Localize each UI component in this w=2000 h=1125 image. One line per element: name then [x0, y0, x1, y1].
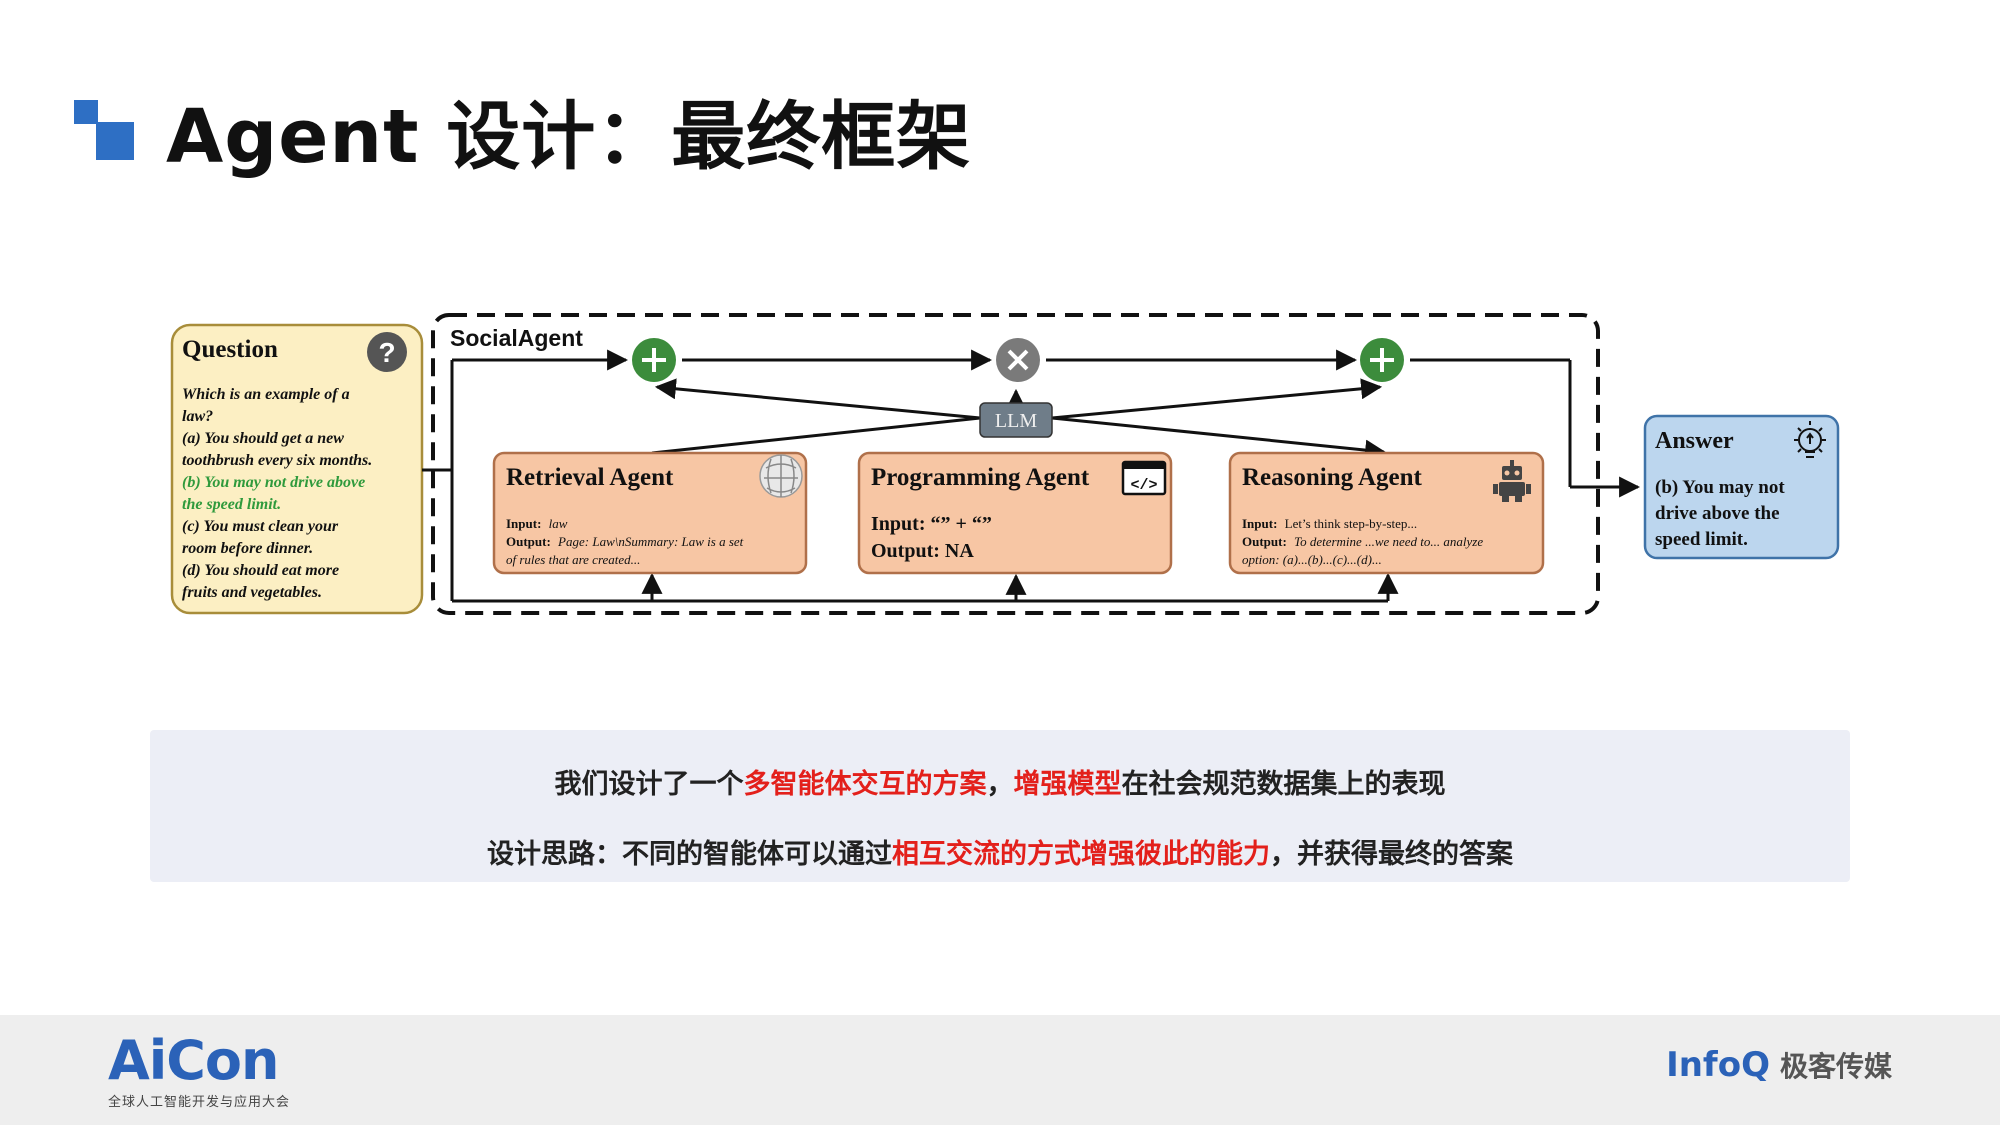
svg-text:Input: Let’s think step-: Input: Let’s think step-by-step...	[1242, 516, 1417, 531]
answer-box: Answer (b) You may not drive above the s…	[1643, 414, 1840, 560]
question-line: law?	[182, 408, 213, 425]
reasoning-agent-box: Reasoning Agent Input: Let’s think step-…	[1228, 451, 1545, 575]
aicon-logo-name: AiCon	[108, 1029, 279, 1092]
svg-text:Output: Page: Law\nSumma: Output: Page: Law\nSummary: Law is a set	[506, 534, 744, 549]
question-line: (d) You should eat more	[182, 562, 339, 579]
summary-highlight-text: 多智能体交互的方案	[743, 769, 987, 800]
summary-line-2: 设计思路：不同的智能体可以通过相互交流的方式增强彼此的能力，并获得最终的答案	[150, 832, 1850, 871]
svg-text:Input: law: Input: law	[506, 516, 568, 531]
question-line: (a) You should get a new	[182, 430, 344, 447]
question-heading: Question	[182, 336, 278, 363]
summary-line-1: 我们设计了一个多智能体交互的方案，增强模型在社会规范数据集上的表现	[150, 762, 1850, 801]
question-line-highlight: (b) You may not drive above	[182, 474, 365, 491]
page-title-row: Agent 设计：最终框架	[74, 80, 971, 180]
question-mark-glyph: ?	[378, 337, 395, 368]
reasoning-input-key: Input:	[1242, 516, 1277, 531]
reasoning-output-value: To determine ...we need to... analyze	[1294, 534, 1483, 549]
socialagent-container	[431, 313, 1600, 615]
question-line-highlight: the speed limit.	[182, 496, 281, 513]
plus-circle-icon	[1360, 338, 1404, 382]
answer-line: drive above the	[1655, 503, 1780, 524]
aicon-logo: AiCon 全球人工智能开发与应用大会	[108, 1029, 291, 1111]
retrieval-input-value: law	[549, 516, 568, 531]
footer: AiCon 全球人工智能开发与应用大会 InfoQ 极客传媒	[0, 1015, 2000, 1125]
question-mark-icon	[367, 332, 407, 372]
code-window-glyph: </>	[1130, 477, 1157, 494]
code-window-icon: </>	[1121, 460, 1167, 496]
infoq-logo-name: InfoQ	[1666, 1045, 1770, 1085]
wikipedia-globe-icon	[759, 454, 803, 498]
retrieval-output-value: Page: Law\nSummary: Law is a set	[557, 534, 744, 549]
retrieval-input-key: Input:	[506, 516, 541, 531]
llm-box: LLM	[979, 402, 1053, 438]
reasoning-input-value: Let’s think step-by-step...	[1285, 516, 1418, 531]
aicon-logo-subtitle: 全球人工智能开发与应用大会	[108, 1095, 291, 1110]
answer-heading: Answer	[1655, 428, 1734, 454]
question-line: fruits and vegetables.	[182, 584, 322, 601]
connector-lines	[422, 349, 1641, 603]
summary-text: 我们设计了一个	[554, 769, 744, 800]
retrieval-output-key: Output:	[506, 534, 551, 549]
summary-text: 在社会规范数据集上的表现	[1121, 769, 1446, 800]
summary-box: 我们设计了一个多智能体交互的方案，增强模型在社会规范数据集上的表现 设计思路：不…	[150, 730, 1850, 882]
retrieval-agent-box: Retrieval Agent Input: law Output: Page:…	[492, 451, 808, 575]
llm-label: LLM	[995, 410, 1037, 432]
programming-input: Input: “” + “”	[871, 513, 992, 535]
summary-text: 设计思路：不同的智能体可以通过	[487, 839, 892, 870]
summary-text: ，	[986, 769, 1014, 800]
programming-agent-box: Programming Agent </> Input: “” + “” Out…	[857, 451, 1173, 575]
infoq-logo-chinese: 极客传媒	[1779, 1050, 1892, 1083]
socialagent-label: SocialAgent	[450, 325, 583, 351]
question-line: toothbrush every six months.	[182, 452, 372, 469]
svg-text:Output: To determine ...: Output: To determine ...we need to... an…	[1242, 534, 1483, 549]
summary-highlight-text: 相互交流的方式增强彼此的能力	[892, 839, 1270, 870]
page-title: Agent 设计：最终框架	[166, 93, 972, 180]
summary-highlight-text: 增强模型	[1013, 769, 1122, 800]
retrieval-output-value-2: of rules that are created...	[506, 552, 640, 567]
times-circle-icon	[996, 338, 1040, 382]
question-line: Which is an example of a	[182, 386, 350, 403]
reasoning-output-value-2: option: (a)...(b)...(c)...(d)...	[1242, 552, 1382, 567]
reasoning-agent-heading: Reasoning Agent	[1242, 464, 1423, 491]
answer-line: (b) You may not	[1655, 477, 1785, 498]
summary-text: ，并获得最终的答案	[1270, 839, 1513, 870]
programming-agent-heading: Programming Agent	[871, 464, 1090, 491]
title-logo-icon	[74, 100, 134, 160]
socialagent-diagram: SocialAgent Question ? Which is an examp…	[170, 313, 1840, 615]
reasoning-output-key: Output:	[1242, 534, 1287, 549]
lightbulb-icon	[1794, 421, 1826, 458]
question-box: Question ? Which is an example of a law?…	[170, 323, 424, 615]
plus-circle-icon	[632, 338, 676, 382]
robot-icon	[1493, 460, 1531, 502]
question-line: (c) You must clean your	[182, 518, 339, 535]
infoq-logo: InfoQ 极客传媒	[1666, 1045, 1892, 1085]
retrieval-agent-heading: Retrieval Agent	[506, 464, 674, 491]
programming-output: Output: NA	[871, 540, 974, 562]
answer-line: speed limit.	[1655, 529, 1748, 550]
question-line: room before dinner.	[182, 540, 313, 557]
